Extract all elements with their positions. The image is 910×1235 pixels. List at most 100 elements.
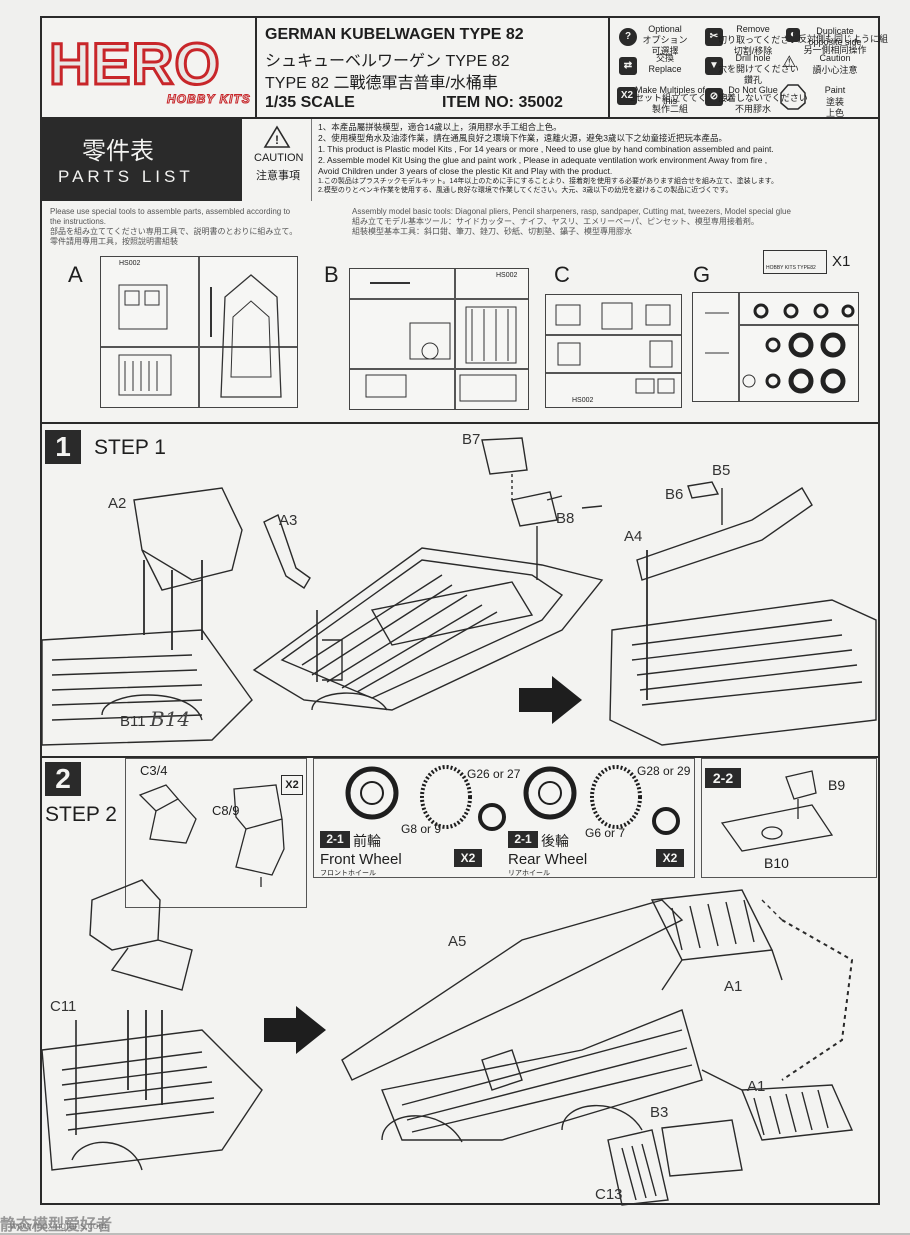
front-wheel-jp: フロントホイール (320, 870, 376, 877)
sprue-label-c: C (554, 262, 570, 287)
callout-b6: B6 (665, 486, 684, 503)
inset-x2-badge: X2 (281, 775, 303, 795)
tools-line: Assembly model basic tools: Diagonal pli… (352, 207, 791, 216)
legend-duplicate: Duplicate opposite side (808, 26, 862, 47)
legend-replace: 交換 Replace (648, 53, 682, 74)
legend-drill-sub: 穴を開けてください 鑽孔 (718, 64, 799, 85)
sprue-tag: HS002 (496, 272, 518, 279)
note-line: 1.この製品はプラスチックモデルキット。14年以上のために手にすることより、接着… (318, 178, 778, 185)
step1-label: STEP 1 (94, 436, 166, 459)
logo-subtext: HOBBY KITS (167, 92, 251, 107)
callout-b5: B5 (712, 462, 731, 479)
parts-list-banner: 零件表 PARTS LIST (42, 119, 242, 201)
note-line: 1. This product is Plastic model Kits , … (318, 144, 774, 154)
legend-paint-sub: 塗装 上色 (825, 97, 844, 118)
legend-noglue-sub: 接着しないでください 不用膠水 (718, 93, 808, 114)
svg-text:!: ! (275, 133, 279, 147)
legend-duplicate-sub: 反対側も同じように組 另一側相同操作 (798, 34, 889, 55)
callout-a1-top: A1 (724, 978, 743, 995)
site-watermark: 静态模型爱好者 (0, 1217, 113, 1234)
step2-number: 2 (45, 762, 81, 796)
x2-icon: X2 (617, 87, 637, 105)
tools-line: Please use special tools to assemble par… (50, 207, 291, 216)
legend-multiples: Make Multiples of this (634, 85, 706, 106)
note-line: 2.模型のりとペンキ作業を使用する、風通し良好な環境で作業してください。大元、3… (318, 187, 733, 194)
note-line: Avoid Children under 3 years of close th… (318, 166, 613, 176)
legend-remove: Remove (736, 24, 770, 34)
seat-parts-drawing (138, 784, 285, 887)
step1-diagram (41, 437, 877, 746)
replace-icon: ⇄ (619, 57, 637, 75)
sub22-b9: B9 (828, 777, 846, 793)
step2-wheels-panel: G26 or 27 G28 or 29 G8 or 9 G6 or 7 2-1 … (313, 758, 695, 878)
rear-tire-parts: G28 or 29 (637, 764, 691, 778)
rear-wheel-en: Rear Wheel (508, 851, 588, 868)
legend-remove-sub: 切り取ってください 切割/移除 (718, 35, 799, 56)
callout-a2: A2 (108, 495, 127, 512)
legend-noglue: Do Not Glue (728, 85, 778, 95)
sub22-drawing (720, 770, 834, 852)
rear-wheel-parts: G6 or 7 (585, 826, 626, 840)
front-wheel-en: Front Wheel (320, 851, 402, 868)
noglue-icon: ⊘ (705, 88, 723, 106)
sprue-c-parts (546, 302, 681, 394)
sprue-b: HS002 (349, 268, 529, 410)
safety-notes: 1、本產品屬拼裝模型，適合14歲以上，須用膠水手工組合上色。 2、使用模型角水及… (318, 122, 873, 195)
scale-label: 1/35 SCALE (265, 94, 355, 111)
callout-b3: B3 (650, 1104, 669, 1121)
tools-line: 部品を組み立ててください専用工具で、説明書のとおりに組み立て。 (50, 227, 298, 236)
sprue-a-parts (101, 257, 297, 407)
note-line: 2、使用模型角水及油漆作業，請在通風良好之環境下作業，遠離火源，避免3歲以下之幼… (318, 133, 727, 143)
sprue-tag: HS002 (572, 397, 594, 404)
note-line: 2. Assemble model Kit Using the glue and… (318, 155, 768, 165)
sprue-g-tag-plate: HOBBY KITS TYPE82 (763, 250, 827, 274)
callout-a5: A5 (448, 933, 467, 950)
step2-label: STEP 2 (45, 803, 117, 826)
drill-icon: ▼ (705, 57, 723, 75)
remove-icon: ✂ (705, 28, 723, 46)
paint-icon (780, 84, 806, 110)
item-number: ITEM NO: 35002 (442, 94, 563, 111)
inset-label-c34: C3/4 (140, 763, 168, 778)
caution-label-cn: 注意事項 (256, 170, 300, 182)
title-chinese: TYPE 82 二戰德軍吉普車/水桶車 (265, 75, 498, 92)
legend-caution: Caution (819, 53, 851, 63)
sprue-g (692, 292, 859, 402)
callout-c11: C11 (50, 998, 77, 1015)
warning-triangle-icon: ! (263, 125, 291, 148)
sprue-c: HS002 (545, 294, 682, 408)
logo-text: HERO (48, 32, 222, 97)
callout-b8: B8 (556, 510, 575, 527)
front-wheel-parts: G8 or 9 (401, 822, 442, 836)
sprue-tag: HS002 (119, 260, 141, 267)
title-japanese: シュキューベルワーゲン TYPE 82 (265, 53, 510, 70)
legend-paint: Paint (824, 85, 846, 95)
callout-c13: C13 (595, 1186, 623, 1203)
callout-b7: B7 (462, 431, 481, 448)
sub22-b10: B10 (764, 855, 789, 871)
legend-optional: Optional (648, 24, 682, 34)
tools-line: the instructions. (50, 217, 107, 226)
tools-note-left: Please use special tools to assemble par… (50, 207, 340, 247)
question-icon: ? (619, 28, 637, 46)
rear-wheel-cn: 後輪 (541, 833, 569, 849)
tools-line: 組み立てモデル基本ツール：サイドカッター、ナイフ、ヤスリ、エメリーペーパ、ピンセ… (352, 217, 759, 226)
sub22-badge: 2-2 (705, 768, 741, 788)
callout-a1-bottom: A1 (747, 1078, 766, 1095)
title-english: GERMAN KUBELWAGEN TYPE 82 (265, 26, 524, 43)
front-step-badge: 2-1 (320, 831, 350, 848)
caution-icon: ⚠ (782, 54, 797, 71)
rear-step-badge: 2-1 (508, 831, 538, 848)
sprue-label-g: G (693, 262, 711, 287)
callout-a4: A4 (624, 528, 643, 545)
step2-2-panel: 2-2 B9 B10 (701, 758, 877, 878)
sprue-b-parts (350, 269, 528, 409)
step1-number: 1 (45, 430, 81, 464)
parts-title-cn: 零件表 (82, 138, 154, 165)
callout-a3: A3 (279, 512, 298, 529)
sprue-g-count: X1 (832, 253, 851, 270)
parts-title-en: PARTS LIST (58, 167, 194, 186)
step2-diagram (41, 879, 854, 1206)
callout-b11: B11 (120, 713, 146, 730)
